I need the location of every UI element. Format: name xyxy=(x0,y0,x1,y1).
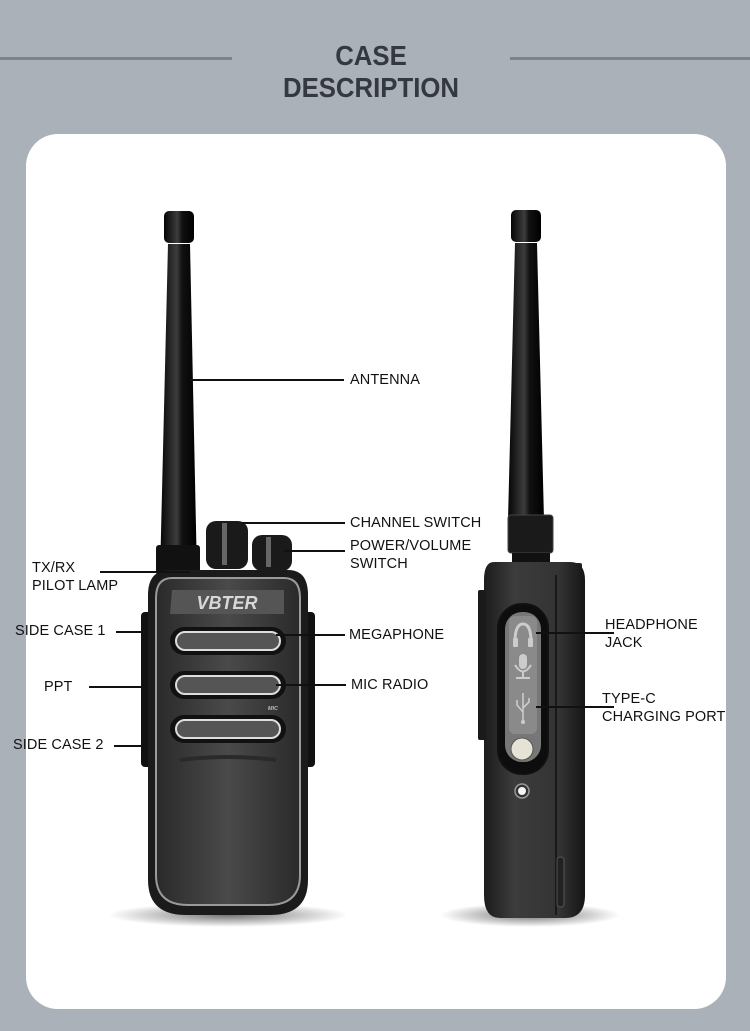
mic-radio-leader xyxy=(276,684,346,686)
label-side-case-1: SIDE CASE 1 xyxy=(15,623,106,639)
usb-icon xyxy=(516,693,530,722)
headphone-icon xyxy=(513,622,533,643)
side-case-1-leader xyxy=(116,631,146,633)
header-rule-left xyxy=(0,57,232,60)
label-headphone-jack: HEADPHONE JACK xyxy=(605,617,698,651)
label-power-volume-switch: POWER/VOLUME SWITCH xyxy=(350,538,472,572)
ppt-leader xyxy=(89,686,146,688)
header-rule-right xyxy=(510,57,750,60)
antenna-leader xyxy=(190,379,344,381)
megaphone-leader xyxy=(276,634,345,636)
label-type-c-charging-port: TYPE-C CHARGING PORT xyxy=(602,691,726,725)
power-volume-leader xyxy=(284,550,345,552)
channel-switch-leader xyxy=(241,522,345,524)
microphone-icon xyxy=(519,654,527,669)
pilot-lamp-leader xyxy=(100,571,190,573)
side-device xyxy=(478,210,585,918)
headphone-jack-leader xyxy=(536,632,614,634)
label-side-case-2: SIDE CASE 2 xyxy=(13,737,104,753)
type-c-leader xyxy=(536,706,614,708)
label-megaphone: MEGAPHONE xyxy=(349,627,445,643)
page-title: CASE DESCRIPTION xyxy=(282,40,460,103)
label-mic-radio: MIC RADIO xyxy=(351,677,429,693)
label-antenna: ANTENNA xyxy=(350,372,420,388)
side-case-2-leader xyxy=(114,745,146,747)
front-device: VBTER MIC xyxy=(141,211,315,915)
label-channel-switch: CHANNEL SWITCH xyxy=(350,515,482,531)
label-ppt: PPT xyxy=(44,679,73,695)
label-tx-rx-pilot-lamp: TX/RX PILOT LAMP xyxy=(32,560,119,594)
svg-text:MIC: MIC xyxy=(268,706,279,712)
svg-text:VBTER: VBTER xyxy=(196,593,257,613)
